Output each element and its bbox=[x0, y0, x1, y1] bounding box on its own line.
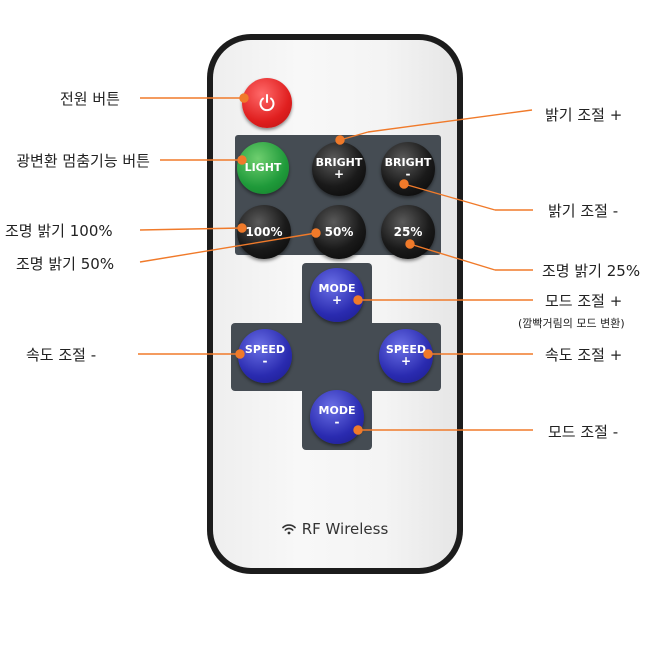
remote-face: LIGHT BRIGHT + BRIGHT - 100% 50% 25% MOD… bbox=[213, 40, 457, 568]
speed-up-button[interactable]: SPEED + bbox=[379, 329, 433, 383]
mode-up-sign: + bbox=[331, 293, 343, 308]
power-icon bbox=[259, 94, 275, 112]
wifi-icon bbox=[281, 524, 296, 535]
bright-down-sign: - bbox=[405, 167, 411, 182]
mode-up-button[interactable]: MODE + bbox=[310, 268, 364, 322]
callout-bright-minus: 밝기 조절 - bbox=[548, 202, 619, 220]
bright-down-button[interactable]: BRIGHT - bbox=[381, 142, 435, 196]
callout-brightness-50: 조명 밝기 50% bbox=[16, 255, 115, 273]
power-button[interactable] bbox=[242, 78, 292, 128]
brand-mark: RF Wireless bbox=[213, 520, 457, 538]
light-button[interactable]: LIGHT bbox=[237, 142, 289, 194]
light-button-label: LIGHT bbox=[244, 161, 282, 175]
speed-up-label: SPEED bbox=[385, 342, 427, 356]
callout-brightness-25: 조명 밝기 25% bbox=[542, 262, 641, 280]
speed-up-sign: + bbox=[400, 354, 412, 369]
callout-mode-plus: 모드 조절 + bbox=[545, 292, 623, 310]
remote-body: LIGHT BRIGHT + BRIGHT - 100% 50% 25% MOD… bbox=[207, 34, 463, 574]
mode-down-label: MODE bbox=[318, 403, 356, 417]
bright-up-label: BRIGHT bbox=[315, 155, 363, 169]
brightness-50-label: 50% bbox=[324, 224, 354, 239]
speed-down-sign: - bbox=[262, 354, 268, 369]
callout-light: 광변환 멈춤기능 버튼 bbox=[16, 152, 150, 170]
brightness-100-button[interactable]: 100% bbox=[237, 205, 291, 259]
callout-power: 전원 버튼 bbox=[60, 90, 120, 108]
bright-up-sign: + bbox=[333, 167, 345, 182]
mode-down-button[interactable]: MODE - bbox=[310, 390, 364, 444]
brightness-25-label: 25% bbox=[393, 224, 423, 239]
speed-down-label: SPEED bbox=[244, 342, 286, 356]
callout-bright-plus: 밝기 조절 + bbox=[545, 106, 623, 124]
callout-mode-minus: 모드 조절 - bbox=[548, 423, 619, 441]
brightness-50-button[interactable]: 50% bbox=[312, 205, 366, 259]
brightness-25-button[interactable]: 25% bbox=[381, 205, 435, 259]
mode-down-sign: - bbox=[334, 415, 340, 430]
brand-text: RF Wireless bbox=[301, 520, 389, 538]
bright-down-label: BRIGHT bbox=[384, 155, 432, 169]
speed-down-button[interactable]: SPEED - bbox=[238, 329, 292, 383]
callout-speed-minus: 속도 조절 - bbox=[26, 346, 97, 364]
mode-up-label: MODE bbox=[318, 281, 356, 295]
callout-brightness-100: 조명 밝기 100% bbox=[5, 222, 113, 240]
callout-speed-plus: 속도 조절 + bbox=[545, 346, 623, 364]
callout-mode-plus-note: (깜빡거림의 모드 변환) bbox=[518, 317, 625, 330]
bright-up-button[interactable]: BRIGHT + bbox=[312, 142, 366, 196]
brightness-100-label: 100% bbox=[245, 224, 283, 239]
